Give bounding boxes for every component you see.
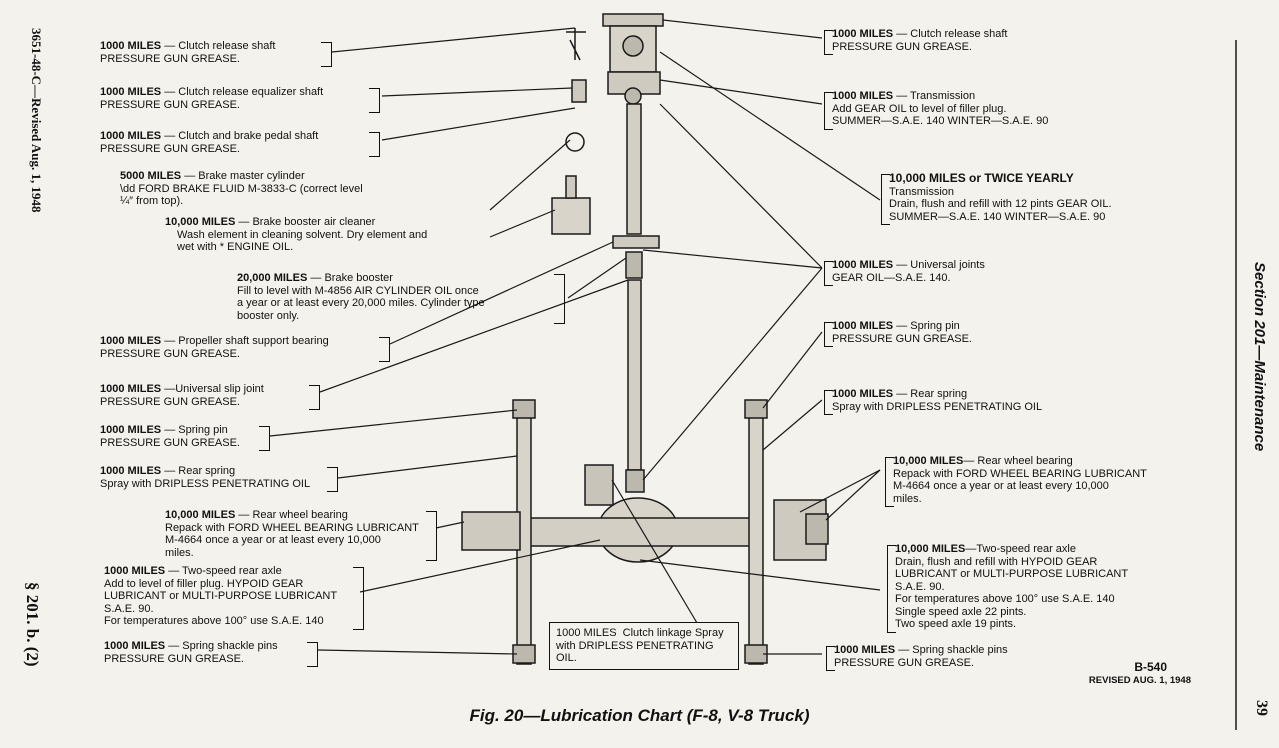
doc-number: 3651-48-C—Revised Aug. 1, 1948 (29, 28, 44, 213)
note-transmission-drain: 10,000 MILES or TWICE YEARLY Transmissio… (881, 172, 1112, 225)
left-wheel-hub (461, 511, 521, 551)
revised-stamp: REVISED AUG. 1, 1948 (1088, 675, 1191, 686)
section-title: Section 201—Maintenance (1251, 262, 1268, 452)
clutch-housing-top (602, 13, 664, 27)
note-spring-pin-right: 1000 MILES — Spring pin PRESSURE GUN GRE… (824, 320, 972, 347)
section-ref: § 201. b. (2) (23, 582, 42, 667)
note-brake-master-cylinder: 5000 MILES — Brake master cylinder \dd F… (120, 170, 363, 207)
note-clutch-release-shaft-left: 1000 MILES — Clutch release shaft PRESSU… (100, 40, 332, 67)
note-rear-wheel-bearing-left: 10,000 MILES — Rear wheel bearing Repack… (165, 509, 437, 561)
note-clutch-release-shaft-right: 1000 MILES — Clutch release shaft PRESSU… (824, 28, 1007, 55)
note-clutch-linkage: 1000 MILES Clutch linkage Spray with DRI… (549, 622, 739, 670)
note-spring-shackle-pins-right: 1000 MILES — Spring shackle pins PRESSUR… (826, 644, 1008, 671)
note-two-speed-rear-axle-right: 10,000 MILES—Two-speed rear axle Drain, … (887, 543, 1128, 633)
figure-caption: Fig. 20—Lubrication Chart (F-8, V-8 Truc… (469, 706, 810, 725)
note-brake-booster: 20,000 MILES — Brake booster Fill to lev… (237, 272, 565, 324)
propeller-shaft-front (626, 103, 642, 235)
note-two-speed-rear-axle-left: 1000 MILES — Two-speed rear axle Add to … (104, 565, 364, 630)
center-bearing (612, 235, 660, 249)
note-clutch-equalizer-shaft: 1000 MILES — Clutch release equalizer sh… (100, 86, 380, 113)
right-frame-rail (748, 401, 764, 665)
note-rear-spring-left: 1000 MILES — Rear spring Spray with DRIP… (100, 465, 338, 492)
chart-code: B-540 (1134, 660, 1167, 674)
note-brake-booster-air-cleaner: 10,000 MILES — Brake booster air cleaner… (165, 216, 428, 253)
note-spring-pin-left: 1000 MILES — Spring pin PRESSURE GUN GRE… (100, 424, 270, 451)
rear-axle (519, 517, 761, 547)
note-spring-shackle-pins-left: 1000 MILES — Spring shackle pins PRESSUR… (104, 640, 318, 667)
note-rear-spring-right: 1000 MILES — Rear spring Spray with DRIP… (824, 388, 1042, 415)
propeller-shaft-rear (627, 279, 642, 471)
note-clutch-brake-pedal-shaft: 1000 MILES — Clutch and brake pedal shaf… (100, 130, 380, 157)
note-propeller-shaft-support-bearing: 1000 MILES — Propeller shaft support bea… (100, 335, 390, 362)
note-transmission: 1000 MILES — Transmission Add GEAR OIL t… (824, 90, 1048, 130)
note-universal-slip-joint: 1000 MILES —Universal slip joint PRESSUR… (100, 383, 320, 410)
note-rear-wheel-bearing-right: 10,000 MILES— Rear wheel bearing Repack … (885, 455, 1147, 507)
note-universal-joints: 1000 MILES — Universal joints GEAR OIL—S… (824, 259, 985, 286)
